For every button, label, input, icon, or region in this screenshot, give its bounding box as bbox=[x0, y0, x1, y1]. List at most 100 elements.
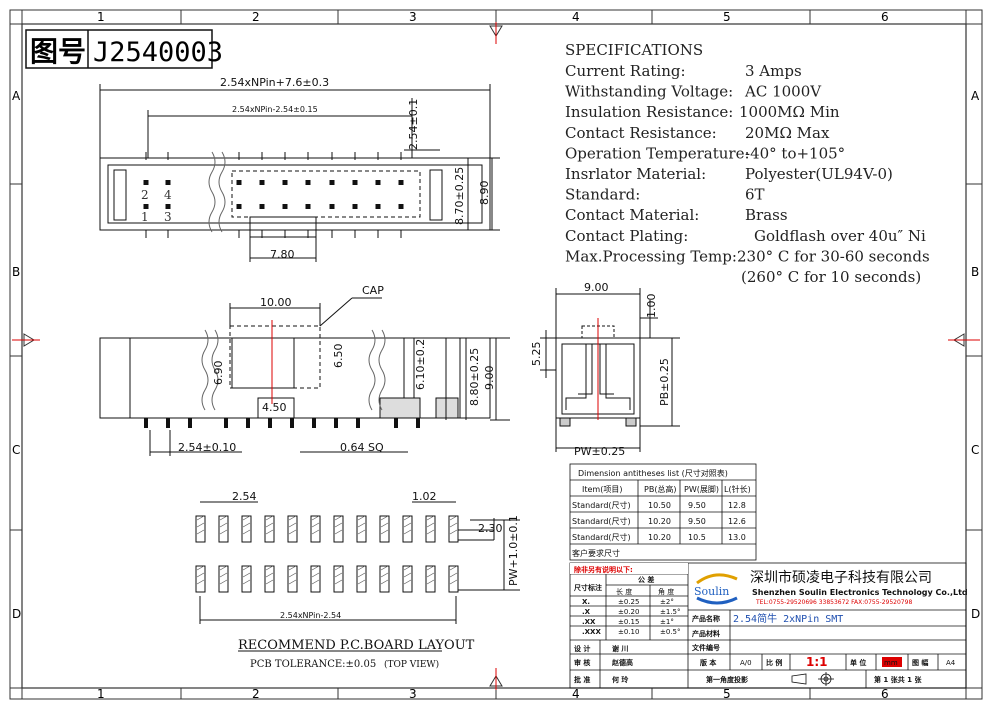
pcb-pad-hatch bbox=[265, 522, 274, 528]
pcb-pad bbox=[241, 565, 252, 593]
pcb-pad-hatch bbox=[265, 572, 274, 578]
pcb-pad-hatch bbox=[288, 529, 297, 535]
pcb-pad bbox=[287, 515, 298, 543]
top-pin bbox=[236, 180, 242, 185]
spec-key-7: Contact Material: bbox=[565, 206, 699, 224]
end-view bbox=[540, 288, 680, 452]
pcb-pad bbox=[448, 515, 459, 543]
dim-table-cell-1-2: 9.50 bbox=[688, 517, 706, 526]
pcb-pad-hatch bbox=[357, 565, 366, 571]
dim-870: 8.70±0.25 bbox=[453, 167, 466, 225]
top-pin bbox=[143, 204, 149, 209]
tb-design-label: 设 计 bbox=[574, 644, 590, 653]
pcb-pad-hatch bbox=[357, 529, 366, 535]
pcb-pad bbox=[379, 565, 390, 593]
pcb-view: (TOP VIEW) bbox=[384, 659, 439, 670]
dim-table-cell-2-3: 13.0 bbox=[728, 533, 746, 542]
pcb-pad-hatch bbox=[449, 579, 458, 585]
pcb-pad-hatch bbox=[242, 515, 251, 521]
dim-inner: 2.54xNPin-2.54±0.15 bbox=[232, 105, 318, 114]
pcb-pad-hatch bbox=[357, 522, 366, 528]
pcb-pad bbox=[425, 565, 436, 593]
pcb-pad-hatch bbox=[219, 579, 228, 585]
spec-value-5: Polyester(UL94V-0) bbox=[745, 165, 893, 183]
tb-tol-label: 尺寸标注 bbox=[573, 583, 602, 592]
pcb-pad-hatch bbox=[380, 529, 389, 535]
dim-table-header-0: Item(项目) bbox=[582, 485, 622, 494]
spec-key-0: Current Rating: bbox=[565, 62, 686, 80]
pcb-pad-hatch bbox=[265, 515, 274, 521]
tb-file-label: 文件编号 bbox=[692, 643, 720, 652]
pcb-pad-hatch bbox=[311, 565, 320, 571]
spec-key-1: Withstanding Voltage: bbox=[565, 83, 733, 101]
zone-top-5: 5 bbox=[723, 10, 731, 24]
pcb-pad-hatch bbox=[449, 515, 458, 521]
pcb-dim-bottom: 2.54xNPin-2.54 bbox=[280, 611, 341, 620]
pcb-pad bbox=[195, 515, 206, 543]
tb-scale-label: 比 例 bbox=[766, 658, 782, 667]
zone-left-B: B bbox=[12, 265, 20, 279]
dim-254-010: 2.54±0.10 bbox=[178, 441, 236, 454]
top-pin bbox=[259, 204, 265, 209]
pcb-pad bbox=[310, 515, 321, 543]
tb-unit-bg bbox=[882, 657, 902, 667]
pcb-pad bbox=[356, 515, 367, 543]
pcb-pad-hatch bbox=[311, 529, 320, 535]
pcb-pad-hatch bbox=[219, 515, 228, 521]
top-pin bbox=[375, 204, 381, 209]
projection-symbol bbox=[791, 672, 834, 686]
pcb-pad-hatch bbox=[380, 565, 389, 571]
pcb-pad bbox=[264, 565, 275, 593]
pcb-pad-hatch bbox=[449, 529, 458, 535]
spec-key-3: Contact Resistance: bbox=[565, 124, 717, 142]
pcb-pad-hatch bbox=[219, 565, 228, 571]
pcb-pad-hatch bbox=[403, 565, 412, 571]
pcb-pad-hatch bbox=[334, 522, 343, 528]
top-view bbox=[99, 84, 500, 262]
center-marks bbox=[12, 22, 980, 690]
pcb-pad-hatch bbox=[311, 572, 320, 578]
tb-note: 除非另有说明以下: bbox=[574, 565, 633, 574]
dim-610: 6.10±0.2 bbox=[414, 339, 427, 390]
pcb-pad-hatch bbox=[196, 515, 205, 521]
side-pin bbox=[144, 418, 148, 428]
dim-table-cell-1-1: 10.20 bbox=[648, 517, 671, 526]
pcb-pad-hatch bbox=[426, 579, 435, 585]
top-pin bbox=[352, 204, 358, 209]
dim-780: 7.80 bbox=[270, 248, 295, 261]
pcb-pad-hatch bbox=[288, 572, 297, 578]
tb-design-name: 谢 川 bbox=[612, 644, 628, 653]
spec-value-4: -40° to+105° bbox=[745, 144, 845, 162]
tb-approve-name: 何 玲 bbox=[612, 675, 629, 684]
dim-table-cell-0-0: Standard(尺寸) bbox=[572, 500, 631, 510]
pin-num-2: 2 bbox=[141, 188, 149, 202]
spec-key-4: Operation Temperature: bbox=[565, 144, 750, 162]
dim-pb: PB±0.25 bbox=[658, 358, 671, 406]
pcb-pad-hatch bbox=[219, 522, 228, 528]
pcb-pad bbox=[264, 515, 275, 543]
top-pin bbox=[329, 204, 335, 209]
tb-tol-col-length: 长 度 bbox=[616, 587, 632, 596]
pcb-pad-hatch bbox=[334, 515, 343, 521]
spec-value-1: AC 1000V bbox=[744, 83, 822, 101]
pcb-pad bbox=[333, 565, 344, 593]
dim-table-cell-2-1: 10.20 bbox=[648, 533, 671, 542]
pcb-pad bbox=[333, 515, 344, 543]
pcb-pad-hatch bbox=[449, 522, 458, 528]
pcb-pad-hatch bbox=[357, 572, 366, 578]
side-pin bbox=[290, 418, 294, 428]
pcb-pad-hatch bbox=[242, 529, 251, 535]
pcb-pad-hatch bbox=[334, 579, 343, 585]
pcb-pad-hatch bbox=[426, 565, 435, 571]
pcb-pad-hatch bbox=[196, 572, 205, 578]
pcb-pad-hatch bbox=[357, 579, 366, 585]
tb-approve-label: 批 准 bbox=[574, 675, 590, 684]
dim-690: 6.90 bbox=[212, 361, 225, 386]
tb-product-name-label: 产品名称 bbox=[692, 614, 720, 623]
zone-left-C: C bbox=[12, 443, 20, 457]
top-pin bbox=[282, 204, 288, 209]
spec-value-10: (260° C for 10 seconds) bbox=[741, 268, 921, 286]
tb-size: A4 bbox=[946, 659, 956, 667]
pcb-pad-hatch bbox=[426, 522, 435, 528]
pcb-dim-102: 1.02 bbox=[412, 490, 437, 503]
